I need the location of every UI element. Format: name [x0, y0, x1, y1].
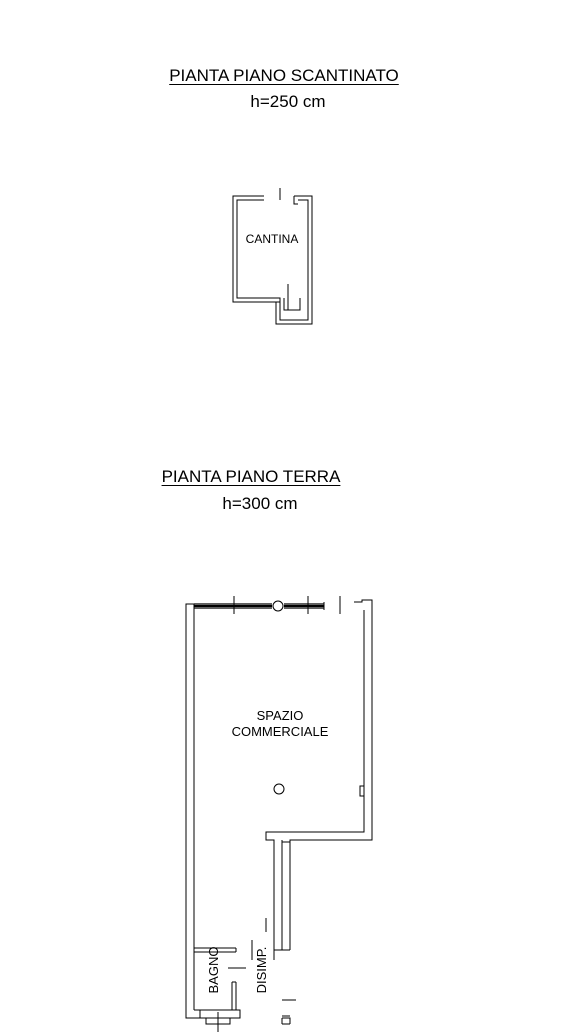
window-pivot	[272, 600, 284, 612]
window-mullions	[233, 596, 341, 614]
bathroom-top-wall	[194, 947, 237, 953]
basement-plan-title: PIANTA PIANO SCANTINATO	[169, 66, 399, 85]
basement-floor-plan: CANTINA	[232, 188, 313, 325]
bottom-wall-left	[194, 1009, 241, 1019]
cantina-inner-wall	[236, 199, 309, 321]
column	[273, 783, 285, 795]
bottom-niche	[199, 1010, 231, 1025]
cantina-niche	[276, 284, 301, 311]
cantina-door-jamb	[279, 188, 298, 205]
right-interior-wall	[265, 610, 365, 950]
cantina-outer-wall	[232, 195, 313, 325]
hallway-end-walls	[273, 950, 290, 1017]
commercial-space-label-2: COMMERCIALE	[232, 724, 329, 739]
bottom-wall-right	[281, 1017, 291, 1025]
corridor-wall	[274, 840, 290, 951]
cantina-label: CANTINA	[246, 232, 299, 246]
left-exterior-wall	[185, 603, 196, 1019]
basement-ceiling-height: h=250 cm	[250, 92, 326, 111]
ground-floor-plan: SPAZIO COMMERCIALE BAGNO DISIMP.	[185, 596, 373, 1032]
right-top-corner	[354, 599, 373, 610]
bathroom-label: BAGNO	[206, 947, 221, 994]
hallway-label: DISIMP.	[254, 947, 269, 994]
shop-window-frame	[194, 603, 324, 609]
right-exterior-wall	[289, 610, 373, 950]
right-pilaster	[359, 785, 364, 797]
ground-ceiling-height: h=300 cm	[222, 494, 298, 513]
ground-plan-title: PIANTA PIANO TERRA	[161, 467, 341, 486]
commercial-space-label-1: SPAZIO	[257, 708, 304, 723]
bathroom-partition	[231, 981, 237, 1010]
partition-door-ticks	[251, 918, 267, 960]
